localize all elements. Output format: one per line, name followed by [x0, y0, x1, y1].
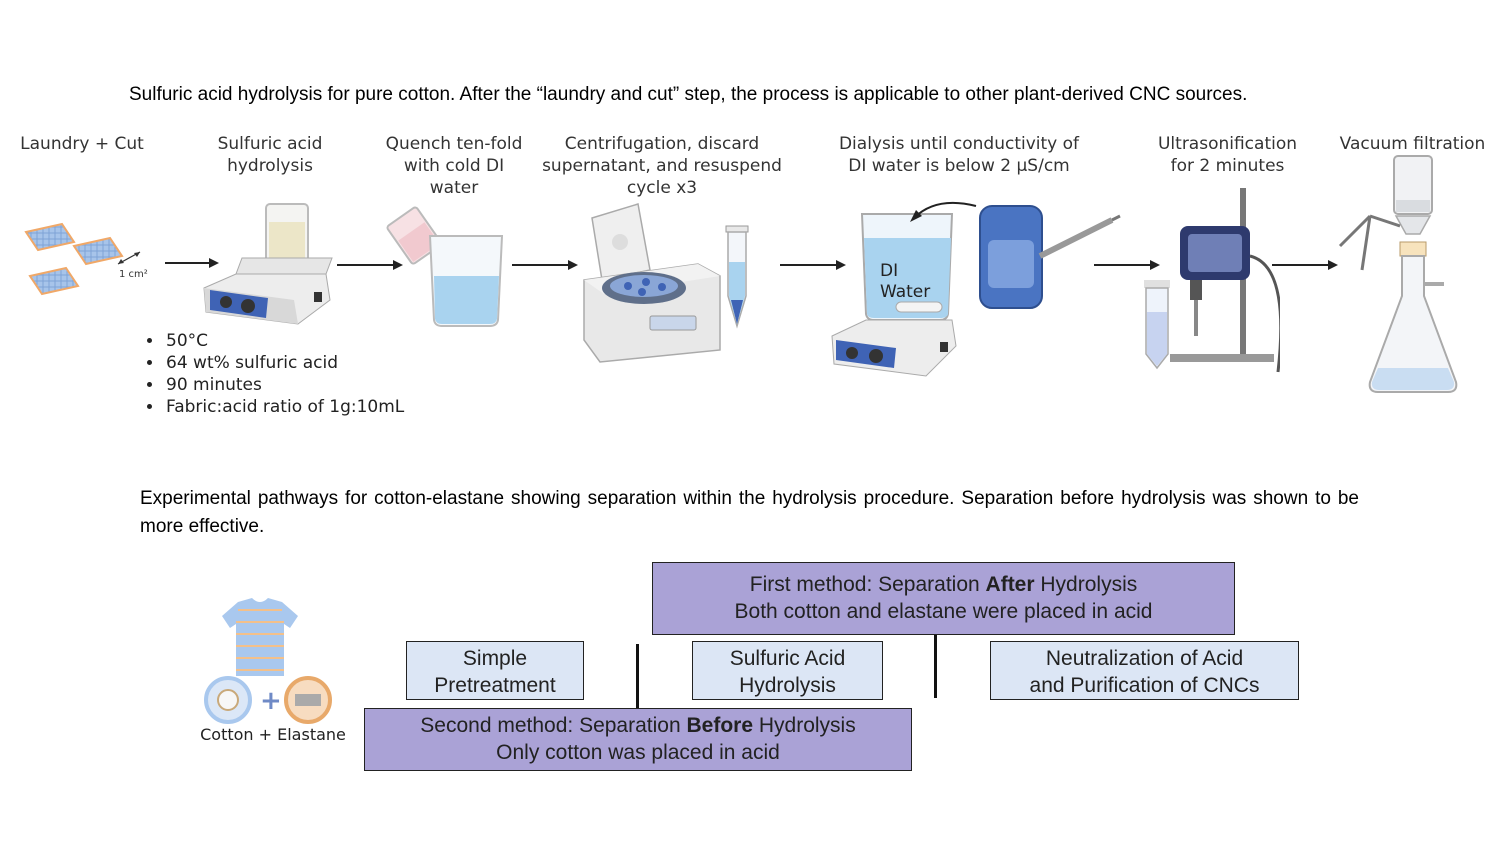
flow-arrow-1: [165, 258, 219, 268]
second-method-title: Second method: Separation Before Hydroly…: [420, 714, 856, 737]
flow-arrow-6: [1272, 260, 1338, 270]
beaker-label-line1: DI: [880, 261, 898, 281]
first-method-title: First method: Separation After Hydrolysi…: [749, 573, 1138, 596]
beaker-label-line2: Water: [880, 282, 930, 302]
condition-item: 50°C: [164, 330, 464, 352]
second-method-detail: Only cotton was placed in acid: [496, 741, 780, 764]
beaker-pour-icon: [386, 206, 504, 327]
dialysis-setup-icon: DI Water: [831, 201, 1121, 377]
figure1-caption: Sulfuric acid hydrolysis for pure cotton…: [129, 84, 1248, 105]
separation-marker-before: [636, 644, 639, 708]
figure2-caption: Experimental pathways for cotton-elastan…: [140, 488, 1359, 537]
fabric-squares-icon: 1 cm²: [24, 222, 148, 296]
vacuum-flask-icon: [1338, 155, 1458, 393]
separation-marker-after: [934, 635, 937, 698]
first-method-detail: Both cotton and elastane were placed in …: [734, 600, 1153, 623]
sonicator-icon: [1144, 188, 1280, 373]
step-label-vacuum-filtration: Vacuum filtration: [1339, 134, 1486, 154]
flow-arrow-3: [512, 260, 578, 270]
hotplate-stirrer-icon: [203, 203, 333, 325]
condition-item: 64 wt% sulfuric acid: [164, 352, 464, 374]
flow-arrow-2: [337, 260, 403, 270]
condition-item: Fabric:acid ratio of 1g:10mL: [164, 396, 464, 418]
svg-text:+: +: [260, 686, 282, 716]
cotton-elastane-icon: +: [204, 598, 332, 724]
centrifuge-icon: [583, 203, 749, 363]
first-method-box: First method: Separation After Hydrolysi…: [652, 562, 1235, 635]
second-method-box: Second method: Separation Before Hydroly…: [364, 708, 912, 771]
material-label: Cotton + Elastane: [200, 725, 346, 744]
hydrolysis-conditions-list: 50°C 64 wt% sulfuric acid 90 minutes Fab…: [142, 330, 464, 418]
condition-item: 90 minutes: [164, 374, 464, 396]
step-label-laundry-cut: Laundry + Cut: [20, 134, 144, 154]
flow-arrow-4: [780, 260, 846, 270]
flow-arrow-5: [1094, 260, 1160, 270]
fabric-size-label: 1 cm²: [119, 269, 148, 280]
